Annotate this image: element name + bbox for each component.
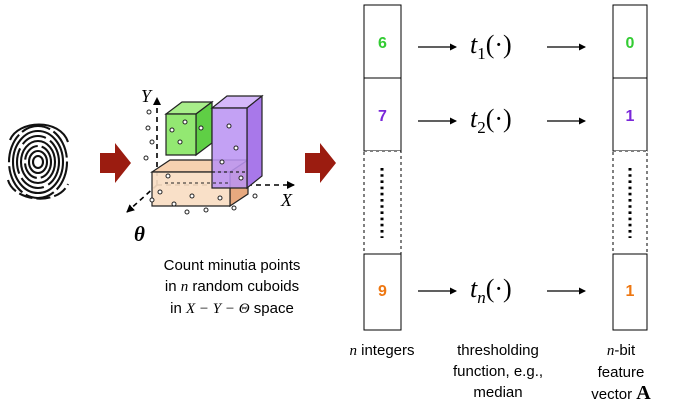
bit-value-2: 1 (625, 108, 635, 125)
integer-box-n (363, 253, 402, 331)
cuboid-caption-line1: Count minutia points (163, 257, 301, 274)
bit-value-1: 0 (625, 35, 635, 52)
bit-column (612, 4, 648, 331)
block-arrow-1 (100, 143, 131, 183)
integer-value-n: 9 (378, 283, 387, 300)
integer-box-1 (363, 4, 402, 79)
bit-box-ellipsis (612, 150, 648, 255)
integer-box-ellipsis (363, 150, 402, 255)
flow-arrows (418, 43, 586, 295)
x-axis-label: X (281, 190, 292, 210)
integer-value-2: 7 (378, 108, 387, 125)
y-axis-label: Y (141, 86, 152, 106)
integers-caption: n integers (349, 342, 415, 359)
threshold-function-n: tn(·) (470, 274, 512, 308)
theta-axis-label: θ (134, 222, 145, 246)
minutia-points (143, 109, 258, 215)
threshold-function-2: t2(·) (470, 104, 512, 138)
thresholding-caption: thresholding function, e.g., median (452, 342, 544, 401)
bit-box-1 (612, 4, 648, 79)
fingerprint-icon (6, 123, 69, 200)
cuboid-illustration (126, 94, 295, 215)
theta-axis (126, 184, 158, 213)
bit-value-n: 1 (625, 283, 635, 300)
integer-column (363, 4, 402, 331)
bits-caption: n-bit feature vector A (591, 342, 651, 404)
cuboid-caption-line3: in X − Y − Θ space (170, 300, 294, 317)
bit-box-n (612, 253, 648, 331)
block-arrow-2 (305, 143, 336, 183)
green-cuboid (164, 100, 214, 157)
purple-cuboid (210, 94, 264, 190)
threshold-function-1: t1(·) (470, 30, 512, 64)
integer-value-1: 6 (378, 35, 387, 52)
cuboid-caption-line2: in n random cuboids (164, 278, 300, 295)
